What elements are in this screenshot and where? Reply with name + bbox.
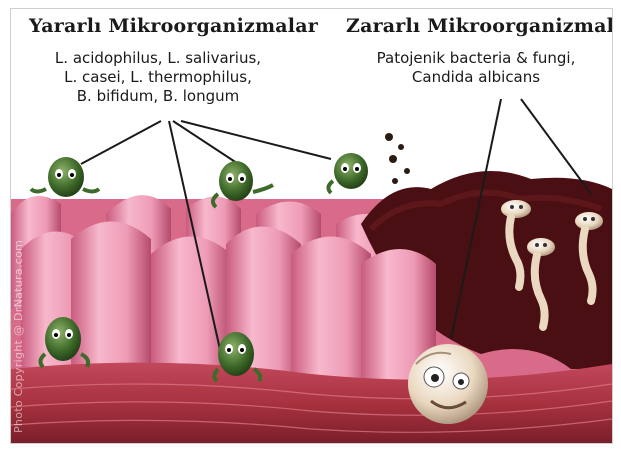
pathogen-character [408,344,488,424]
species-line: L. casei, L. thermophilus, [33,68,283,87]
species-line: B. bifidum, B. longum [33,87,283,106]
species-line: Patojenik bacteria & fungi, [351,49,601,68]
species-line: L. acidophilus, L. salivarius, [33,49,283,68]
waste-particles [385,133,410,184]
species-line: Candida albicans [351,68,601,87]
harmful-species-list: Patojenik bacteria & fungi, Candida albi… [351,49,601,87]
beneficial-title: Yararlı Mikroorganizmalar [29,15,318,37]
beneficial-species-list: L. acidophilus, L. salivarius, L. casei,… [33,49,283,106]
illustration-frame: Yararlı Mikroorganizmalar Zararlı Mikroo… [10,8,613,444]
harmful-title: Zararlı Mikroorganizmalar [346,15,613,37]
probiotic-character [328,153,368,193]
probiotic-character [31,157,99,197]
copyright-watermark: Photo Copyright @ DrNatura.com [12,240,25,433]
